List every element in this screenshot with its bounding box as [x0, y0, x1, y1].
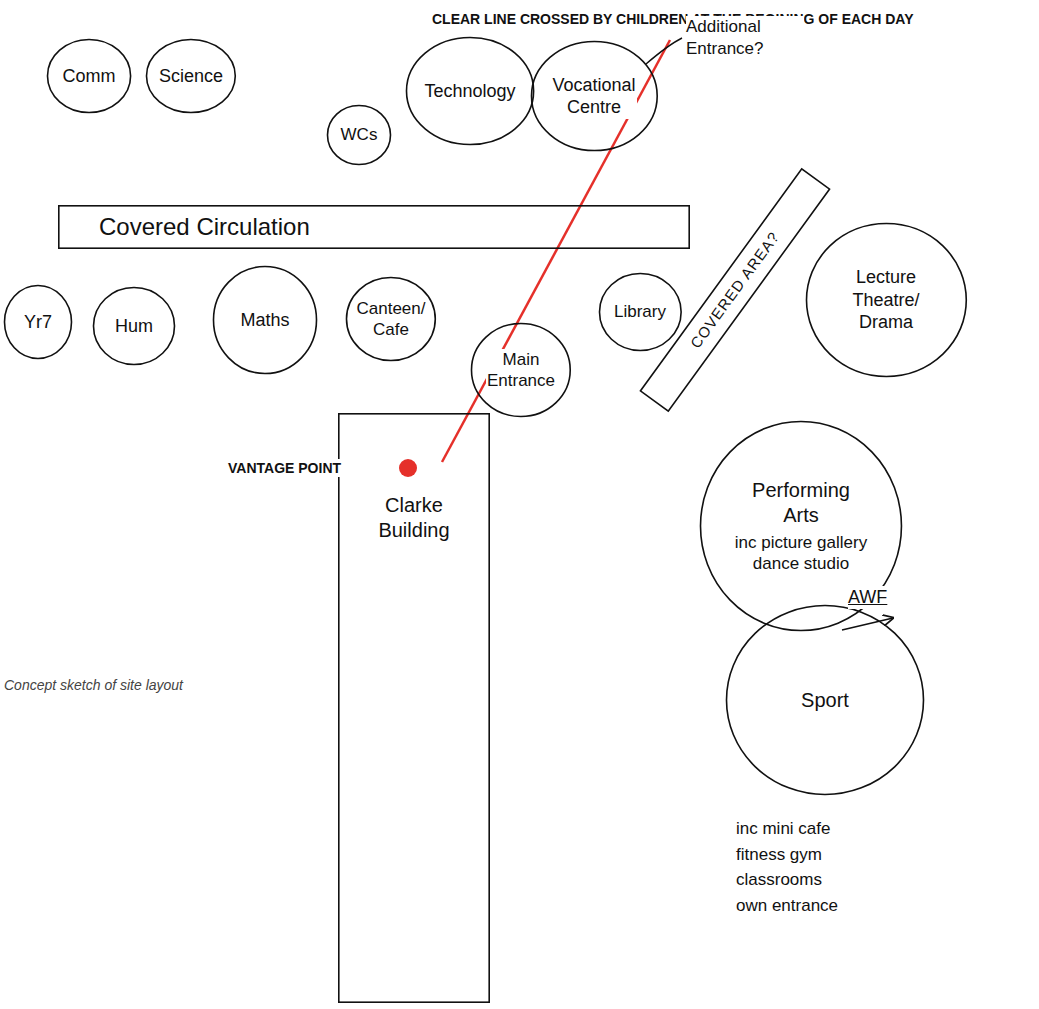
node-note: inc mini cafe fitness gym classrooms own…: [735, 816, 849, 918]
entrance-circle: Main Entrance: [470, 322, 572, 418]
text-group: WCs: [340, 124, 379, 145]
text-group: Maths: [239, 309, 290, 332]
text-group: Technology: [427, 80, 513, 103]
text-group: Vocational Centre: [551, 74, 636, 119]
node-title: Performing Arts: [732, 478, 870, 528]
text-group: Covered Circulation: [98, 212, 311, 242]
covered-area-band: COVERED AREA?: [639, 168, 830, 412]
building-rect: Clarke Building: [338, 413, 490, 1003]
node-title: Clarke Building: [353, 493, 475, 543]
heading-note: CLEAR LINE CROSSED BY CHILDREN AT THE BE…: [432, 10, 913, 28]
node-title: Lecture Theatre/ Drama: [831, 266, 940, 334]
text-group: Main Entrance: [488, 349, 554, 392]
node-title: Hum: [114, 315, 154, 338]
room-circle: Science: [145, 38, 237, 114]
node-title: Sport: [800, 688, 850, 713]
circulation-band: Covered Circulation: [58, 205, 690, 249]
room-circle: Technology: [405, 36, 535, 146]
room-circle: Vocational Centre: [530, 40, 659, 152]
room-circle: Hum: [92, 286, 176, 366]
node-title: Covered Circulation: [98, 212, 311, 242]
node-title: Maths: [239, 309, 290, 332]
node-title: Library: [613, 301, 667, 322]
room-circle: Maths: [212, 265, 318, 375]
text-group: COVERED AREA?: [686, 227, 784, 353]
node-title: Yr7: [23, 311, 53, 334]
room-circle: Library: [598, 272, 683, 352]
text-group: Comm: [61, 65, 116, 88]
node-title: Canteen/ Cafe: [355, 298, 426, 341]
vantage-label: VANTAGE POINT: [228, 459, 341, 477]
text-group: Yr7: [23, 311, 53, 334]
node-title: Comm: [61, 65, 116, 88]
node-title: COVERED AREA?: [686, 227, 784, 353]
room-circle: Canteen/ Cafe: [345, 276, 437, 362]
text-group: Sport: [800, 688, 850, 713]
text-group: Performing Artsinc picture gallery dance…: [732, 478, 870, 575]
node-note: inc picture gallery dance studio: [732, 532, 870, 575]
leader-line: [646, 38, 682, 64]
text-group: Science: [161, 65, 220, 88]
text-group: Clarke Building: [353, 493, 475, 543]
node-title: WCs: [340, 124, 379, 145]
node-title: Vocational Centre: [551, 74, 636, 119]
text-group: Lecture Theatre/ Drama: [831, 266, 940, 334]
awf-arrow: [842, 618, 893, 630]
vantage-dot: [399, 459, 417, 477]
room-circle: WCs: [326, 104, 392, 166]
room-circle: Yr7: [3, 284, 73, 360]
text-group: Library: [613, 301, 667, 322]
node-title: Technology: [423, 80, 516, 103]
room-circle: Lecture Theatre/ Drama: [805, 222, 968, 378]
caption: Concept sketch of site layout: [4, 676, 183, 694]
note: AWF: [848, 586, 887, 609]
room-circle: Comm: [46, 38, 132, 114]
text-group: Hum: [114, 315, 154, 338]
crossing-line: [442, 40, 670, 462]
text-group: Canteen/ Cafe: [361, 298, 420, 341]
note: Additional Entrance?: [686, 16, 804, 60]
node-title: Science: [158, 65, 224, 88]
node-title: Main Entrance: [486, 349, 556, 392]
room-circle: Sportinc mini cafe fitness gym classroom…: [725, 604, 925, 796]
